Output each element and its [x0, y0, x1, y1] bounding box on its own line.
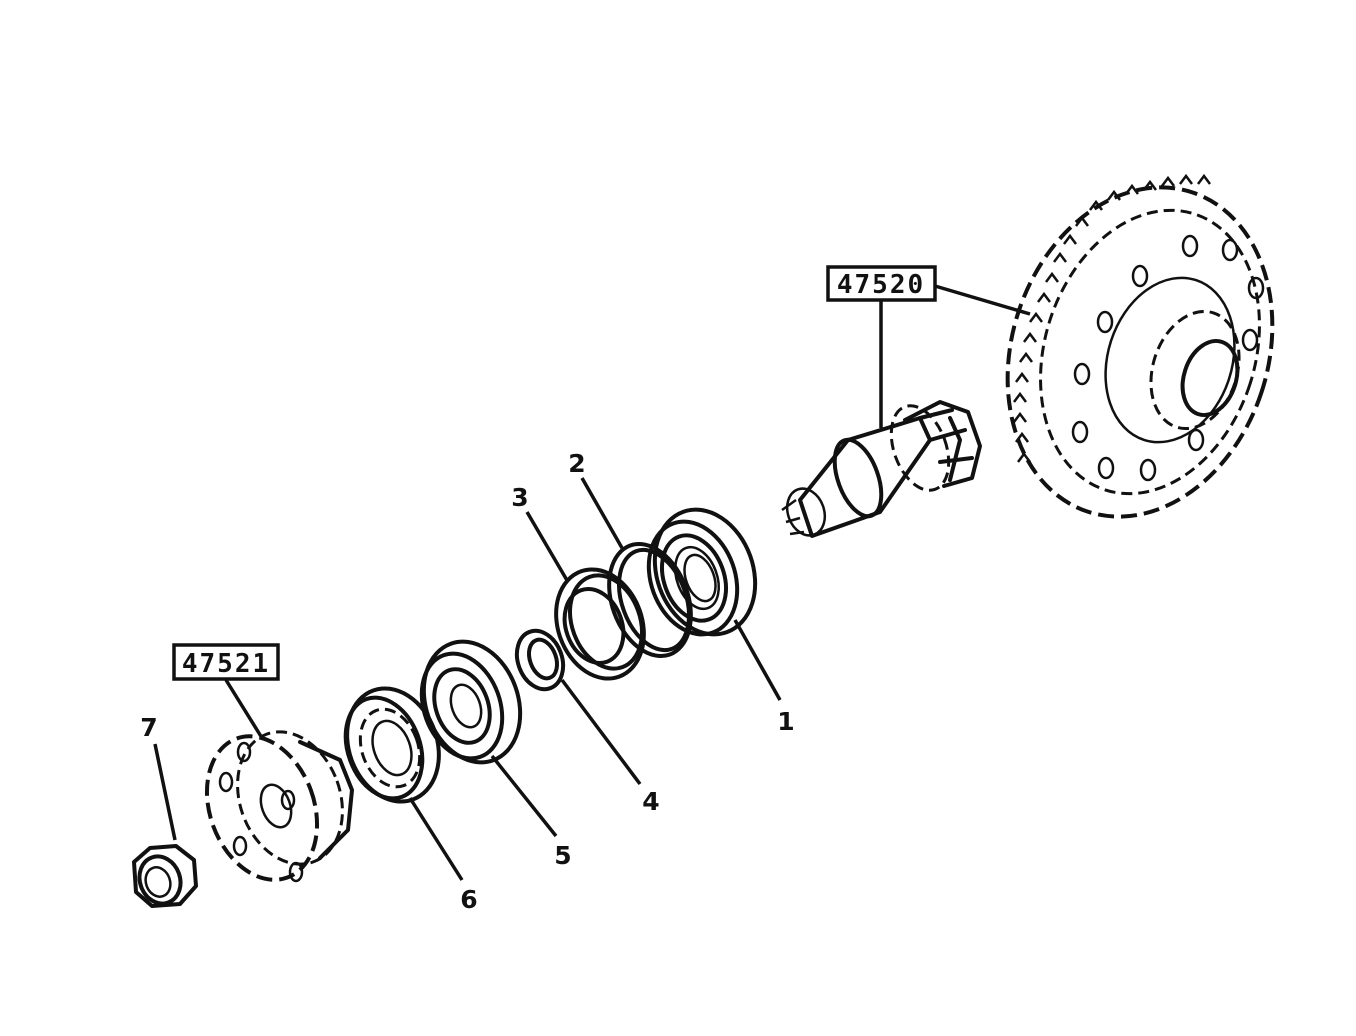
reference-box-47520: 47520	[826, 265, 937, 302]
callout-7: 7	[140, 713, 157, 742]
callout-2: 2	[568, 449, 585, 478]
flange-yoke	[204, 730, 354, 883]
part-4-ring	[514, 628, 566, 692]
callout-3: 3	[511, 483, 528, 512]
part-7-nut	[132, 844, 198, 908]
reference-label-47520: 47520	[837, 270, 925, 300]
part-3-spacer	[554, 567, 646, 681]
callout-4: 4	[642, 787, 659, 816]
part-1-bearing	[646, 507, 758, 637]
part-2-ring	[607, 541, 693, 659]
reference-box-47521: 47521	[172, 643, 280, 681]
callout-1: 1	[777, 707, 794, 736]
callout-5: 5	[554, 841, 571, 870]
leader-lines	[153, 284, 1031, 881]
reference-label-47521: 47521	[182, 649, 270, 679]
callout-numbers: 1 2 3 4 5 6 7	[140, 449, 794, 914]
part-6-roller-bearing	[343, 686, 441, 804]
callout-6: 6	[460, 885, 477, 914]
pinion-shaft	[781, 400, 982, 538]
ring-gear	[1005, 173, 1275, 519]
